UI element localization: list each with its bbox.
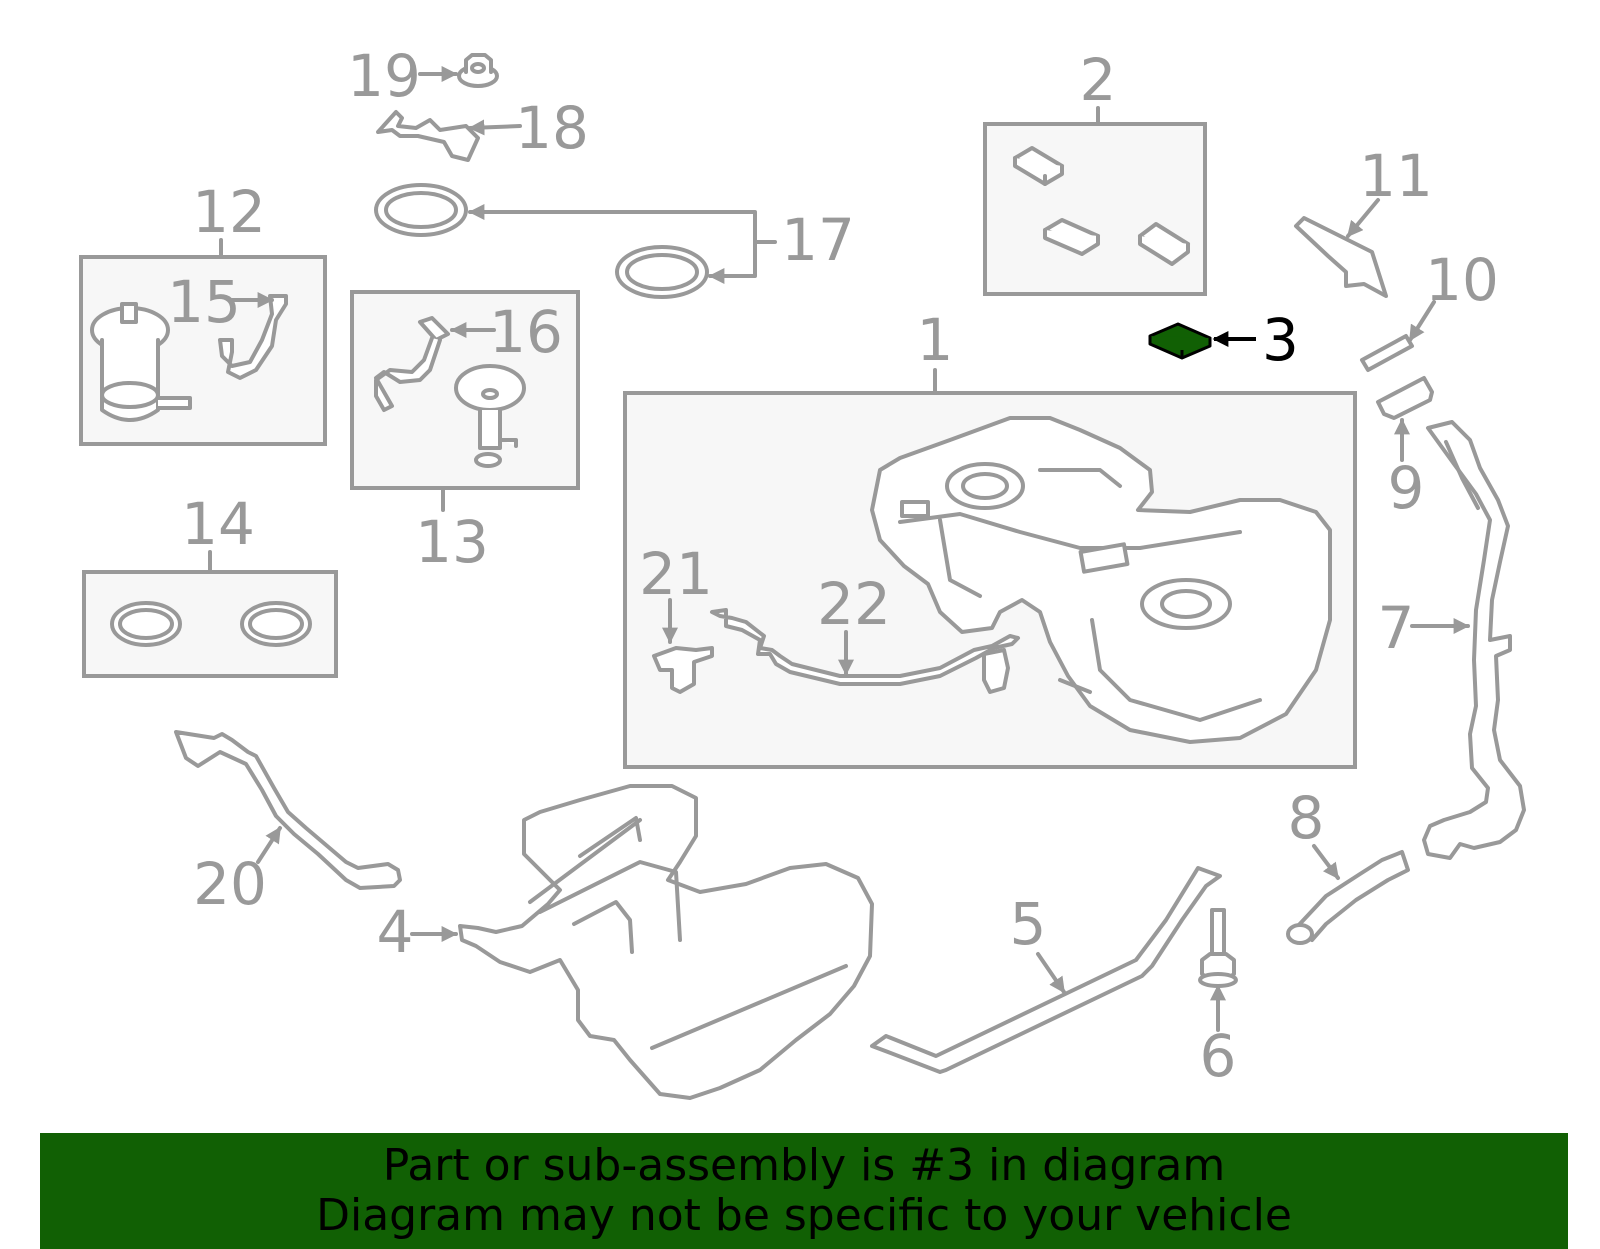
part-12-fuel-pump — [90, 294, 288, 422]
callout-16: 16 — [489, 298, 563, 366]
part-6-bolt — [1198, 908, 1238, 988]
banner-line-1: Part or sub-assembly is #3 in diagram — [382, 1140, 1226, 1191]
callout-1: 1 — [917, 306, 954, 374]
arrow-11 — [1346, 198, 1380, 238]
callout-20: 20 — [193, 850, 267, 918]
part-14-seals — [110, 601, 312, 647]
part-7-filler-pipe — [1422, 420, 1526, 860]
part-1-fuel-tank — [870, 416, 1332, 744]
callout-18: 18 — [515, 94, 589, 162]
callout-2: 2 — [1080, 46, 1117, 114]
callout-8: 8 — [1288, 784, 1325, 852]
callout-22: 22 — [817, 570, 891, 638]
part-7-detail — [1444, 440, 1480, 510]
callout-4: 4 — [377, 898, 414, 966]
part-17-lock-rings — [374, 183, 709, 299]
part-13-fuel-sender — [374, 316, 526, 468]
callout-19: 19 — [347, 42, 421, 110]
callout-13: 13 — [415, 508, 489, 576]
part-2-pads — [1013, 146, 1190, 266]
arrow-20 — [256, 826, 282, 864]
part-4-detail-b — [572, 900, 634, 954]
callout-10: 10 — [1425, 246, 1499, 314]
callout-15: 15 — [167, 268, 241, 336]
part-21-clip — [652, 646, 714, 694]
part-22-harness — [710, 608, 1020, 686]
callout-12: 12 — [192, 178, 266, 246]
part-8-hose-end — [1286, 923, 1314, 945]
part-8-hose — [1294, 850, 1410, 942]
callout-14: 14 — [181, 490, 255, 558]
part-3-highlighted-pad — [1148, 322, 1212, 360]
part-9-cap — [1376, 376, 1434, 420]
part-4-shield — [458, 784, 874, 1100]
part-4-detail-a — [538, 860, 682, 942]
arrow-17a — [468, 204, 777, 244]
part-4-detail-e — [578, 816, 642, 858]
callout-6: 6 — [1200, 1022, 1237, 1090]
part-18-bracket — [376, 110, 480, 162]
part-22-connector — [982, 648, 1010, 694]
part-20-line — [174, 730, 402, 890]
callout-7: 7 — [1378, 594, 1415, 662]
callout-9: 9 — [1388, 454, 1425, 522]
arrow-10 — [1408, 300, 1436, 342]
callout-5: 5 — [1010, 890, 1047, 958]
arrow-17b — [708, 240, 757, 284]
callout-21: 21 — [639, 540, 713, 608]
banner-line-2: Diagram may not be specific to your vehi… — [316, 1190, 1292, 1241]
callout-3: 3 — [1262, 306, 1299, 374]
callout-17: 17 — [781, 206, 855, 274]
arrow-18 — [468, 119, 522, 136]
part-4-detail-c — [650, 964, 848, 1050]
part-11-bracket — [1294, 216, 1388, 298]
arrow-5 — [1036, 952, 1066, 994]
info-banner: Part or sub-assembly is #3 in diagram Di… — [40, 1133, 1568, 1249]
callout-11: 11 — [1359, 142, 1433, 210]
arrow-8 — [1312, 844, 1340, 880]
part-19-nut — [457, 53, 499, 88]
box-part-2 — [983, 122, 1207, 296]
part-5-strap — [870, 866, 1222, 1074]
part-4-detail-d — [528, 818, 642, 904]
part-10-seal — [1360, 334, 1414, 372]
